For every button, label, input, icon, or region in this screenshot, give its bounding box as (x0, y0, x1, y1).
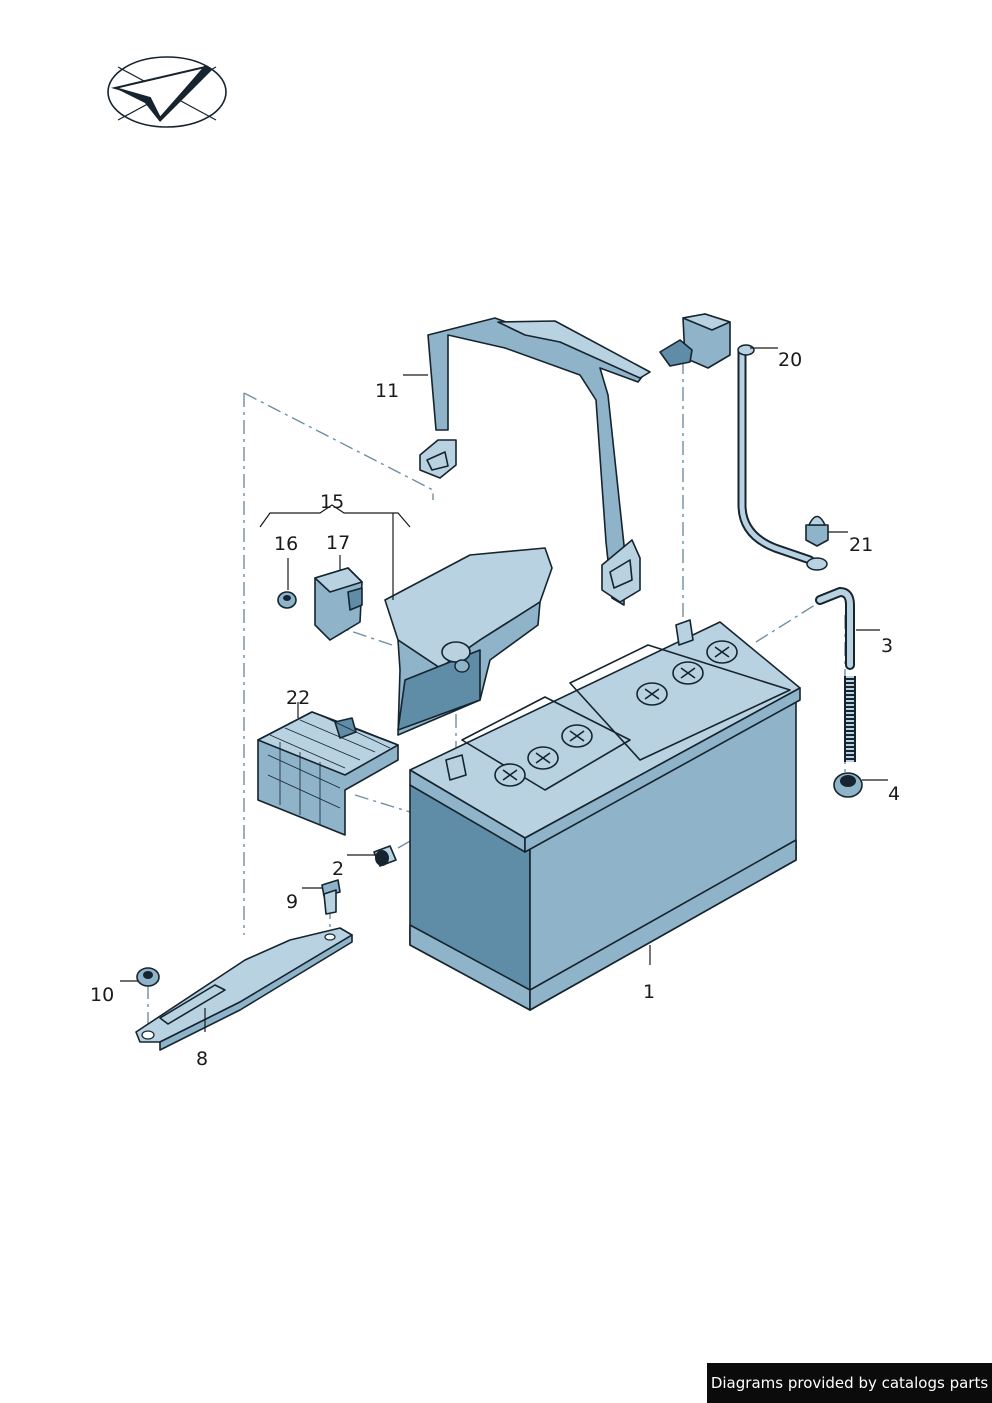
callout-20: 20 (778, 349, 802, 371)
part-17-sensor (314, 567, 363, 641)
credit-text: Diagrams provided by catalogs parts (710, 1374, 989, 1392)
part-20-positive-cable (659, 313, 828, 571)
callout-1: 1 (643, 981, 655, 1003)
callout-11: 11 (375, 380, 399, 402)
part-16-nut (277, 591, 297, 609)
part-3-vent-hose (815, 586, 856, 762)
callout-22: 22 (286, 687, 310, 709)
part-15-battery-cover (384, 547, 553, 736)
brand-logo (107, 56, 227, 128)
part-1-battery (409, 619, 801, 1011)
callout-15: 15 (320, 491, 344, 513)
battery-vent-caps (494, 640, 738, 787)
leader-lines (120, 347, 888, 1032)
callout-3: 3 (881, 635, 893, 657)
callout-labels: 1 2 3 4 8 9 10 11 15 16 17 20 21 22 (90, 349, 900, 1070)
callout-9: 9 (286, 891, 298, 913)
part-11-hold-down-strap (419, 317, 651, 606)
callout-16: 16 (274, 533, 298, 555)
part-2-bolt (373, 845, 397, 867)
part-9-bolt (321, 879, 341, 915)
callout-2: 2 (332, 858, 344, 880)
callout-4: 4 (888, 783, 900, 805)
part-10-nut (136, 967, 160, 987)
credit-banner: Diagrams provided by catalogs parts (707, 1363, 992, 1403)
callout-21: 21 (849, 534, 873, 556)
callout-8: 8 (196, 1048, 208, 1070)
callout-10: 10 (90, 984, 114, 1006)
part-4-grommet (833, 772, 863, 798)
callout-17: 17 (326, 532, 350, 554)
part-21-nut (805, 515, 829, 547)
part-8-retaining-plate (135, 927, 353, 1051)
part-22-insulating-sleeve (257, 711, 399, 836)
